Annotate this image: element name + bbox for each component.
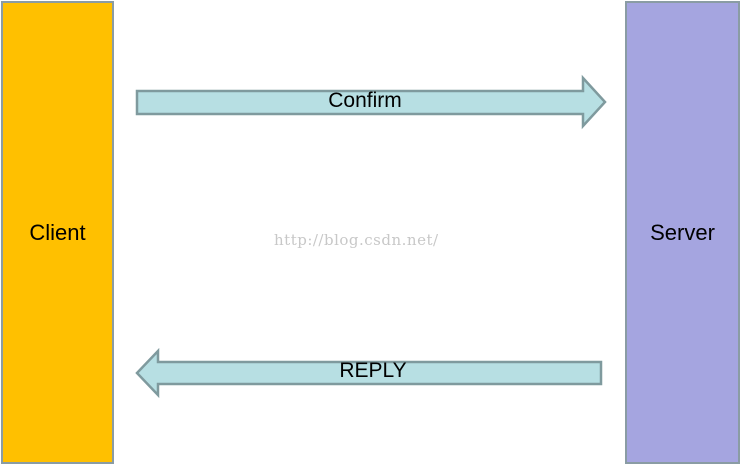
client-node: Client [1, 1, 114, 464]
reply-label: REPLY [339, 359, 407, 382]
reply-arrow [135, 347, 603, 399]
client-label: Client [29, 219, 86, 245]
server-label: Server [650, 219, 715, 245]
confirm-label: Confirm [328, 89, 402, 112]
server-node: Server [625, 1, 740, 464]
watermark-text: http://blog.csdn.net/ [274, 231, 439, 249]
confirm-arrow [135, 74, 607, 130]
